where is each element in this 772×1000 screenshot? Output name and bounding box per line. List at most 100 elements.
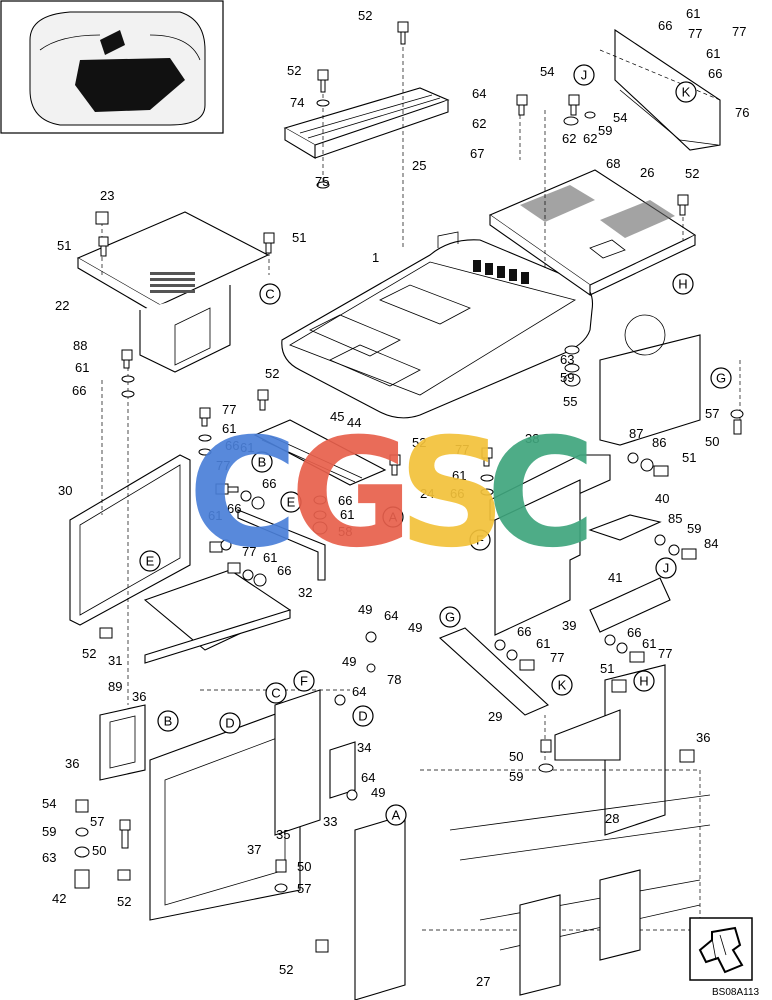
part-number-label: 49	[342, 654, 356, 669]
part-number-label: 26	[640, 165, 654, 180]
part-number-label: 61	[340, 507, 354, 522]
part-number-label: 87	[629, 426, 643, 441]
part-number-label: 50	[92, 843, 106, 858]
svg-text:G: G	[716, 371, 726, 386]
part-number-label: 78	[387, 672, 401, 687]
svg-text:F: F	[476, 533, 484, 548]
part-29-rail	[438, 627, 549, 716]
reference-marker: J	[573, 64, 595, 86]
part-number-label: 34	[357, 740, 371, 755]
svg-text:C: C	[265, 287, 274, 302]
part-number-label: 66	[338, 493, 352, 508]
part-number-label: 77	[216, 458, 230, 473]
part-number-label: 40	[655, 491, 669, 506]
reference-marker: H	[633, 670, 655, 692]
part-number-label: 57	[90, 814, 104, 829]
part-number-label: 77	[732, 24, 746, 39]
part-number-label: 55	[563, 394, 577, 409]
reference-marker: E	[280, 491, 302, 513]
part-number-label: 51	[682, 450, 696, 465]
part-number-label: 50	[509, 749, 523, 764]
part-number-label: 66	[277, 563, 291, 578]
part-number-label: 61	[686, 6, 700, 21]
part-number-label: 49	[408, 620, 422, 635]
part-number-label: 36	[696, 730, 710, 745]
part-number-label: 50	[297, 859, 311, 874]
reference-marker: K	[551, 674, 573, 696]
reference-marker: A	[385, 804, 407, 826]
part-number-label: 66	[227, 501, 241, 516]
part-number-label: 30	[58, 483, 72, 498]
part-number-label: 59	[687, 521, 701, 536]
part-number-label: 39	[562, 618, 576, 633]
part-number-label: 77	[550, 650, 564, 665]
part-number-label: 28	[605, 811, 619, 826]
locator-inset	[0, 0, 224, 134]
part-number-label: 54	[540, 64, 554, 79]
svg-text:D: D	[358, 709, 367, 724]
part-25-plate	[283, 87, 450, 159]
part-number-label: 49	[358, 602, 372, 617]
part-number-label: 64	[472, 86, 486, 101]
reference-marker: D	[219, 712, 241, 734]
part-number-label: 52	[82, 646, 96, 661]
part-41-bracket	[589, 577, 671, 633]
part-22-plate	[76, 211, 270, 373]
watermark-letter: S	[398, 407, 506, 581]
part-number-label: 74	[290, 95, 304, 110]
part-number-label: 59	[42, 824, 56, 839]
part-number-label: 52	[287, 63, 301, 78]
part-number-label: 67	[470, 146, 484, 161]
watermark-letter: C	[188, 407, 298, 581]
part-number-label: 66	[708, 66, 722, 81]
part-number-label: 38	[525, 431, 539, 446]
part-number-label: 76	[735, 105, 749, 120]
part-number-label: 52	[685, 166, 699, 181]
part-30-panel	[69, 454, 191, 626]
reference-marker: C	[265, 682, 287, 704]
part-number-label: 52	[117, 894, 131, 909]
svg-text:B: B	[164, 714, 173, 729]
part-number-label: 61	[222, 421, 236, 436]
svg-text:A: A	[392, 808, 401, 823]
part-40-bracket	[588, 514, 662, 541]
part-number-label: 50	[705, 434, 719, 449]
diagram-code: BS08A113	[712, 987, 760, 998]
part-number-label: 42	[52, 891, 66, 906]
part-number-label: 52	[265, 366, 279, 381]
lower-frame	[99, 664, 711, 1000]
part-38-39-panel	[489, 454, 611, 636]
part-number-label: 57	[705, 406, 719, 421]
part-number-label: 61	[642, 636, 656, 651]
part-number-label: 77	[688, 26, 702, 41]
reference-marker: C	[259, 283, 281, 305]
part-number-label: 22	[55, 298, 69, 313]
reference-marker: K	[675, 81, 697, 103]
part-1-cover	[281, 231, 594, 419]
part-number-label: 41	[608, 570, 622, 585]
part-number-label: 33	[323, 814, 337, 829]
part-number-label: 59	[598, 123, 612, 138]
part-number-label: 49	[371, 785, 385, 800]
part-45-rail	[253, 419, 387, 486]
svg-text:E: E	[146, 554, 155, 569]
part-number-label: 63	[560, 352, 574, 367]
part-number-label: 66	[450, 486, 464, 501]
reference-marker: J	[655, 557, 677, 579]
svg-text:C: C	[271, 686, 280, 701]
leader-lines	[101, 40, 741, 760]
part-number-label: 77	[242, 544, 256, 559]
part-number-label: 62	[562, 131, 576, 146]
reference-marker: G	[710, 367, 732, 389]
part-number-label: 64	[384, 608, 398, 623]
part-number-label: 61	[263, 550, 277, 565]
svg-text:F: F	[300, 674, 308, 689]
part-number-label: 37	[247, 842, 261, 857]
part-number-label: 61	[536, 636, 550, 651]
part-number-label: 68	[606, 156, 620, 171]
svg-text:D: D	[225, 716, 234, 731]
reference-marker: E	[139, 550, 161, 572]
